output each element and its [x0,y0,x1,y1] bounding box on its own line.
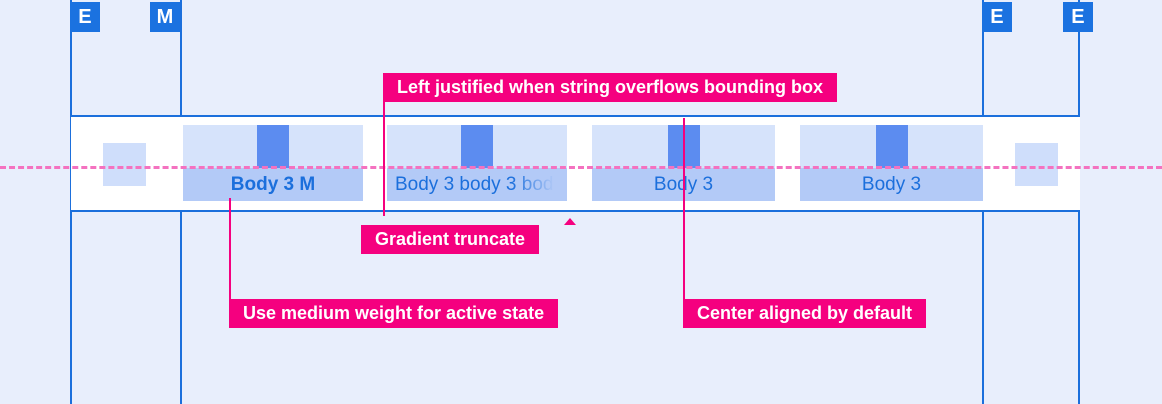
endcap-icon-left [103,143,146,186]
tab-label-4: Body 3 [861,174,922,195]
tab-label-1: Body 3 M [230,174,316,195]
callout-medium-weight: Use medium weight for active state [229,299,559,328]
tab-cell-1[interactable]: Body 3 M [183,125,363,201]
tab-icon-band [387,125,567,168]
tab-label-2: Body 3 body 3 body 3 [395,174,567,195]
callout-left-justified: Left justified when string overflows bou… [383,73,837,102]
tab-cell-4[interactable]: Body 3 [800,125,983,201]
badge-right-e1: E [982,2,1012,32]
endcap-icon-right [1015,143,1058,186]
callout-center-aligned: Center aligned by default [683,299,927,328]
badge-left-e: E [70,2,100,32]
tab-label-band: Body 3 M [183,168,363,201]
badge-right-e2: E [1063,2,1093,32]
callout-gradient-truncate: Gradient truncate [361,225,540,254]
tab-icon-band [800,125,983,168]
baseline-guide [0,166,1162,169]
tab-label-band: Body 3 [800,168,983,201]
tab-icon [461,125,493,168]
callout-gradient-truncate-tail [564,218,576,225]
tab-icon [257,125,289,168]
tab-icon-band [183,125,363,168]
badge-left-m: M [150,2,180,32]
leader-left-justified [383,101,385,216]
tab-label-band: Body 3 body 3 body 3 [387,168,567,201]
tab-icon [875,125,908,168]
tab-cell-2[interactable]: Body 3 body 3 body 3 [387,125,567,201]
leader-center-aligned [683,118,685,299]
leader-medium-weight [229,198,231,299]
